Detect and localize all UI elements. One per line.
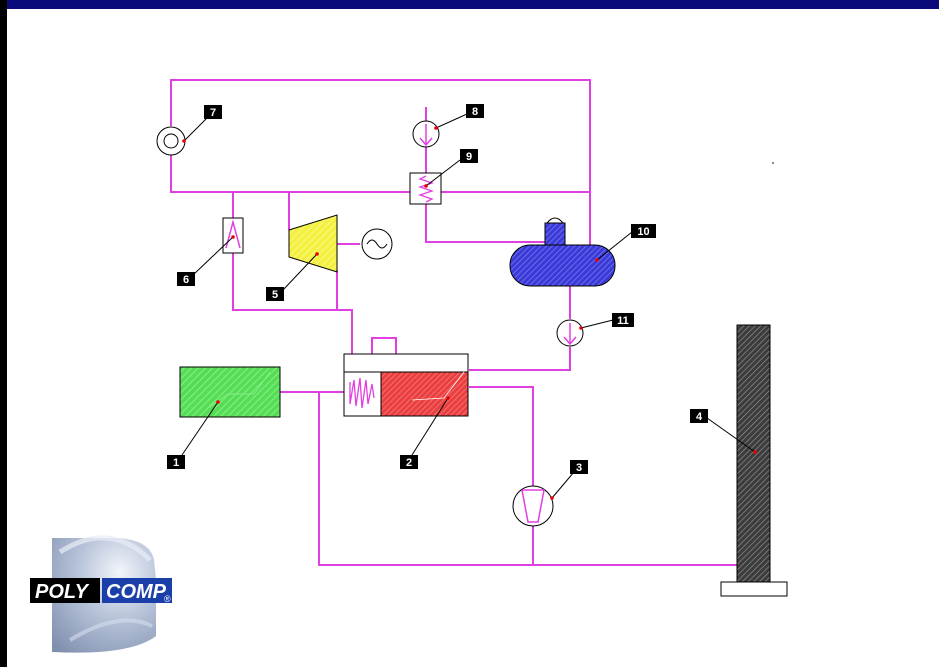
- component-8-pump[interactable]: [412, 120, 440, 148]
- badge-7: 7: [204, 105, 222, 119]
- badge-7-label: 7: [210, 107, 216, 119]
- badge-9-label: 9: [466, 151, 472, 163]
- badge-6-label: 6: [183, 274, 189, 286]
- component-9-heat-exchanger[interactable]: [409, 172, 442, 205]
- leader-lines: [181, 113, 756, 499]
- badge-5: 5: [266, 287, 284, 301]
- logo-text-poly: POLY: [35, 581, 90, 603]
- badge-3-label: 3: [576, 462, 582, 474]
- badge-11: 11: [612, 313, 634, 327]
- badge-4: 4: [690, 409, 708, 423]
- badge-1: 1: [167, 455, 185, 469]
- generator-icon: [361, 228, 393, 260]
- badge-8-label: 8: [472, 106, 478, 118]
- badge-10-label: 10: [637, 226, 649, 238]
- badge-1-label: 1: [173, 457, 179, 469]
- component-7-compressor[interactable]: [156, 126, 186, 156]
- badge-8: 8: [466, 104, 484, 118]
- component-5-turbine[interactable]: [288, 214, 338, 273]
- frame-top-border: [0, 0, 939, 9]
- anchor-points: [182, 126, 757, 500]
- frame-left-border: [0, 0, 7, 667]
- component-4-stack[interactable]: [720, 324, 788, 597]
- badge-9: 9: [460, 149, 478, 163]
- badge-3: 3: [570, 460, 588, 474]
- polycomp-logo: POLY COMP ®: [30, 535, 172, 653]
- pipe-network: [170, 79, 740, 566]
- badge-10: 10: [631, 224, 656, 238]
- badge-4-label: 4: [696, 411, 703, 423]
- component-3-compressor[interactable]: [512, 485, 554, 527]
- logo-text-comp: COMP: [106, 581, 167, 603]
- logo-registered-mark: ®: [164, 594, 171, 604]
- component-11-pump[interactable]: [556, 319, 584, 347]
- badge-11-label: 11: [617, 315, 629, 327]
- component-1-boiler[interactable]: [179, 366, 281, 418]
- badge-6: 6: [177, 272, 195, 286]
- component-10-tank[interactable]: [509, 217, 616, 287]
- component-2-furnace[interactable]: [380, 371, 469, 417]
- badge-5-label: 5: [272, 289, 278, 301]
- badge-2-label: 2: [406, 457, 412, 469]
- stray-dot: [772, 162, 774, 164]
- badge-2: 2: [400, 455, 418, 469]
